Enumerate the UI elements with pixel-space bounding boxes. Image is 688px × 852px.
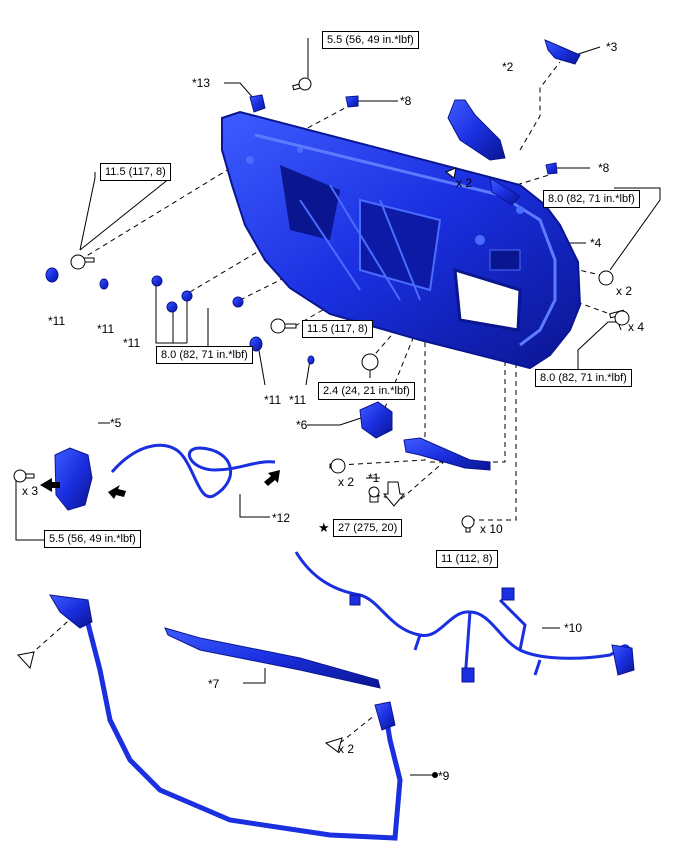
corner-piece-part: [544, 39, 581, 65]
handle-1-part: [403, 437, 491, 471]
callout-6: *6: [296, 418, 308, 432]
callout-11-c: *11: [123, 336, 141, 350]
module-6-part: [359, 401, 393, 439]
qty-lock-bolt: x 3: [22, 484, 39, 498]
torque-spec-1: 5.5 (56, 49 in.*lbf): [322, 31, 419, 49]
star-mark: ★: [318, 520, 330, 535]
weatherstrip-right-corner: [374, 701, 396, 731]
torque-spec-4: 8.0 (82, 71 in.*lbf): [156, 346, 253, 364]
qty-mirror-screw: x 2: [456, 176, 473, 190]
qty-bolt-right: x 4: [628, 320, 645, 334]
harness-clip-b: [461, 667, 475, 683]
torque-spec-2: 11.5 (117, 8): [100, 163, 171, 181]
screw-x2-weatherstrip: [324, 737, 343, 753]
bolt-5-5-lower: [13, 469, 35, 483]
cable-12-part: [110, 443, 276, 499]
hand-pointer-icon: [382, 481, 406, 507]
qty-module-bolt: x 2: [338, 475, 355, 489]
callout-11-a: *11: [48, 314, 66, 328]
callout-11-d: *11: [264, 393, 282, 407]
bolt-27: [368, 486, 380, 503]
torque-spec-10: 11 (112, 8): [436, 550, 498, 568]
torque-spec-8: 5.5 (56, 49 in.*lbf): [44, 530, 141, 548]
harness-clip-a: [349, 594, 361, 606]
torque-spec-5: 11.5 (117, 8): [302, 320, 373, 338]
plugs-11: [45, 267, 315, 365]
mirror-cover-part: [447, 99, 506, 161]
harness-connector: [611, 644, 635, 676]
callout-8-right: *8: [598, 161, 610, 175]
callout-12: *12: [272, 511, 291, 525]
bolt-lock-x2: [329, 458, 346, 474]
harness-clip-c: [501, 587, 515, 601]
torque-spec-7: 2.4 (24, 21 in.*lbf): [318, 382, 415, 400]
bolts: [13, 77, 630, 753]
clip-13-part: [249, 94, 266, 113]
callout-11-e: *11: [289, 393, 307, 407]
seal-strip-7-part: [164, 627, 381, 689]
clip-8b-part: [545, 162, 558, 175]
bullet-dot: [432, 772, 438, 778]
callout-8-top: *8: [400, 94, 412, 108]
clip-8a-part: [345, 95, 359, 108]
weatherstrip-9-part: [54, 597, 403, 841]
torque-spec-3: 8.0 (82, 71 in.*lbf): [543, 190, 640, 208]
callout-11-b: *11: [97, 322, 115, 336]
nut-right: [598, 270, 614, 286]
bolt-top: [292, 77, 312, 91]
callout-4: *4: [590, 236, 602, 250]
torque-spec-6: 8.0 (82, 71 in.*lbf): [535, 369, 632, 387]
bolt-11-5-center: [270, 318, 297, 334]
qty-strip-screws: x 2: [338, 742, 355, 756]
screw-left-weatherstrip: [17, 651, 35, 670]
torque-spec-9: 27 (275, 20): [333, 519, 403, 537]
screw-x2-mirror: [444, 167, 457, 179]
callout-7: *7: [208, 677, 220, 691]
door-panel: [221, 110, 582, 370]
callout-1: *1: [368, 471, 380, 485]
weatherstrip-top-corner: [49, 594, 93, 629]
callout-13: *13: [192, 76, 211, 90]
bolt-right-x4: [609, 309, 630, 326]
door-triangle-piece: [489, 177, 521, 206]
callout-3: *3: [606, 40, 618, 54]
lock-5-part: [54, 447, 93, 511]
callout-2: *2: [502, 60, 514, 74]
nut-center: [361, 353, 379, 371]
callout-10: *10: [564, 621, 583, 635]
callout-5: *5: [110, 416, 122, 430]
callout-9: *9: [438, 769, 450, 783]
arrows: [40, 470, 280, 499]
wire-harness-10-part: [294, 551, 632, 681]
qty-nut-right: x 2: [616, 284, 633, 298]
bolt-x10: [461, 515, 475, 533]
bolt-11-5-left: [70, 254, 95, 270]
qty-panel-bolts: x 10: [480, 522, 503, 536]
